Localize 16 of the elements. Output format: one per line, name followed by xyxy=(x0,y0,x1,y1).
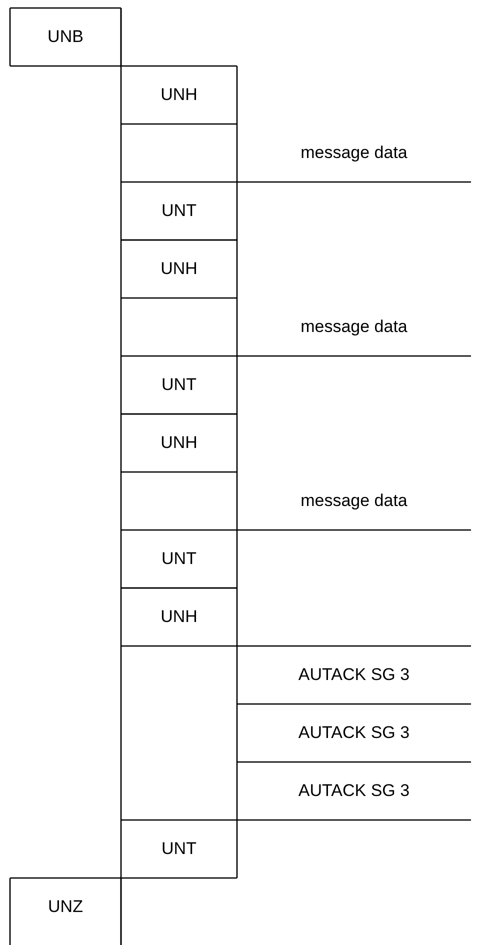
segment-label: AUTACK SG 3 xyxy=(298,723,410,743)
segment-label: AUTACK SG 3 xyxy=(298,665,410,685)
segment-label: UNZ xyxy=(48,897,83,917)
segment-label: UNH xyxy=(160,259,198,279)
segment-label: UNT xyxy=(162,549,196,569)
segment-label: UNB xyxy=(48,27,84,47)
segment-label: UNH xyxy=(160,607,198,627)
segment-label: message data xyxy=(300,143,408,163)
segment-label: UNT xyxy=(162,839,196,859)
segment-label: message data xyxy=(300,491,408,511)
segment-label: AUTACK SG 3 xyxy=(298,781,410,801)
segment-label: UNH xyxy=(160,433,198,453)
segment-label: UNT xyxy=(162,201,196,221)
segment-label: UNT xyxy=(162,375,196,395)
segment-label: UNH xyxy=(160,85,198,105)
segment-label: message data xyxy=(300,317,408,337)
